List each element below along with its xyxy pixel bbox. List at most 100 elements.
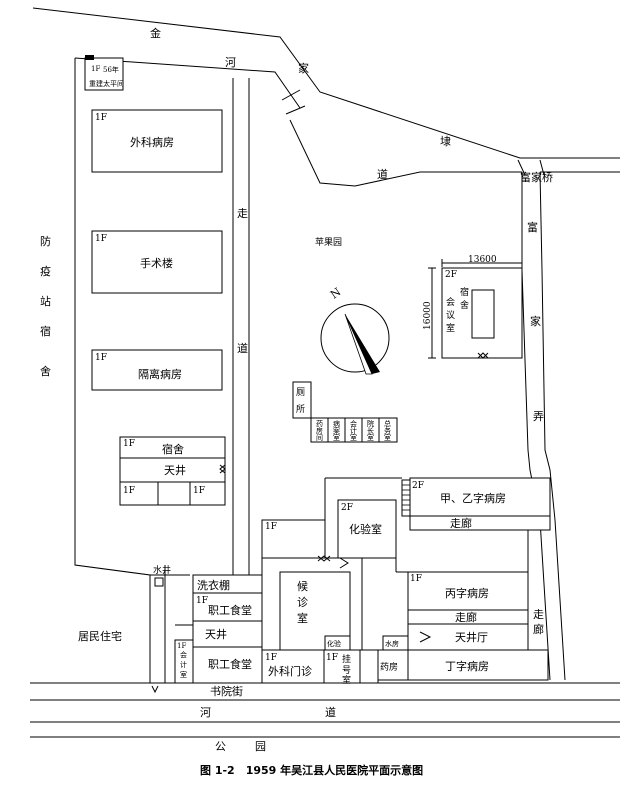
small-room-label-2: 水房 [385, 639, 399, 648]
door-mark [317, 555, 331, 562]
dormitory-floor-3: 1F [193, 486, 205, 496]
toilet-0: 厕 [296, 387, 305, 398]
compass-n: N [328, 285, 344, 301]
jiayi-ward-label: 甲、乙字病房 [440, 491, 506, 505]
courtyard2-label: 天井 [205, 627, 227, 641]
road-label-he: 河 [225, 56, 236, 69]
meeting-building: 13600 16000 2F 宿 舍 会 议 室 [423, 255, 523, 359]
road-label-hedao-dao: 道 [325, 705, 336, 719]
road-label-dao: 道 [377, 167, 388, 181]
dim-height: 16000 [423, 301, 433, 330]
isolation-ward-label: 隔离病房 [138, 367, 182, 381]
fangyi-char-3: 宿 [40, 324, 51, 338]
dormitory-label: 宿舍 [162, 442, 184, 456]
courtyard-hall-label: 天井厅 [455, 630, 488, 644]
canteen1-label: 职工食堂 [208, 603, 252, 617]
operating-building-floor: 1F [95, 234, 107, 244]
left-area: 防 疫 站 宿 舍 居民住宅 水井 [40, 234, 171, 643]
office-3-char-1: 长 [367, 426, 374, 435]
office-2-char-0: 会 [350, 419, 357, 428]
guahao-floor: 1F [326, 653, 338, 663]
office-4-char-1: 务 [384, 426, 391, 435]
small-room-label-1: 化验 [327, 639, 341, 648]
dim-width: 13600 [468, 255, 497, 265]
well-marker [154, 577, 164, 587]
office-2-char-2: 室 [350, 433, 357, 442]
morgue-label-1: 56年 [103, 65, 119, 74]
office-1-char-1: 案 [333, 426, 340, 435]
kuaiji-0: 会 [180, 650, 187, 659]
door-mark [151, 685, 159, 694]
kuaiji-1: 计 [180, 660, 187, 669]
office-0-char-1: 房 [316, 426, 323, 435]
meeting-dorm-1: 舍 [460, 299, 469, 311]
dingzi-ward-label: 丁字病房 [445, 659, 489, 673]
meeting-dorm-0: 宿 [460, 286, 469, 298]
road-label-gongyuan-yuan: 园 [255, 740, 266, 753]
waiting-1: 诊 [297, 595, 308, 609]
office-3-char-2: 室 [367, 433, 374, 442]
main-complex: 2F 甲、乙字病房 走廊 2F 化验室 1F 丙字病房 走廊 走 廊 天井厅 [261, 477, 551, 686]
guahao-2: 室 [342, 674, 351, 686]
isolation-ward-floor: 1F [95, 353, 107, 363]
waiting-2: 室 [297, 611, 308, 625]
guahao-0: 挂 [342, 653, 351, 665]
road-label-shuyuanjie: 书院街 [210, 684, 243, 698]
guahao-1: 号 [342, 665, 351, 676]
block-floor: 1F [265, 522, 277, 532]
corridor-label-2: 走廊 [455, 610, 477, 624]
morgue-floor: 1F [91, 65, 100, 73]
road-label-fujiaqiao: 富家桥 [520, 170, 553, 184]
fangyi-char-4: 舍 [40, 364, 51, 378]
dormitory-courtyard-label: 天井 [164, 463, 186, 477]
residential-label: 居民住宅 [78, 629, 122, 643]
surgery-ward-label: 外科病房 [130, 135, 174, 149]
laundry-label: 洗衣棚 [197, 578, 230, 592]
menzhen-floor: 1F [265, 653, 277, 663]
canteen1-floor: 1F [196, 596, 208, 606]
fangyi-char-0: 防 [40, 234, 51, 248]
road-label-fujia: 家 [530, 314, 541, 328]
toilet-1: 所 [296, 404, 305, 415]
door-mark [339, 557, 349, 569]
lab-floor: 2F [341, 503, 353, 513]
bingzi-floor: 1F [410, 574, 422, 584]
office-1-char-2: 室 [333, 433, 340, 442]
road-label-fu: 富 [527, 220, 538, 234]
orchard-label: 苹果园 [315, 236, 342, 248]
morgue-marker [85, 55, 94, 60]
well-label: 水井 [153, 564, 171, 576]
road-label-jin: 金 [150, 26, 161, 40]
road-label-nong: 弄 [533, 410, 544, 423]
road-label-zoudao: 道 [237, 341, 248, 355]
road-outlines [30, 7, 620, 738]
office-3-char-0: 院 [367, 419, 374, 428]
waiting-0: 候 [297, 579, 308, 593]
road-label-zou: 走 [237, 207, 248, 220]
road-label-jia: 家 [298, 61, 309, 75]
office-0-char-2: 间 [316, 434, 323, 442]
corridor-label-1: 走廊 [450, 516, 472, 530]
kuaiji-2: 室 [180, 670, 187, 679]
door-mark [477, 352, 489, 359]
lab-label: 化验室 [349, 522, 382, 536]
kuaiji-floor: 1F [177, 642, 186, 650]
surgery-ward [91, 109, 223, 173]
road-label-hedao-he: 河 [200, 706, 211, 719]
dormitory-floor: 1F [123, 439, 135, 449]
morgue-building [84, 57, 124, 91]
fangyi-char-2: 站 [40, 294, 51, 308]
road-label-dai: 埭 [440, 135, 451, 148]
morgue-label-2: 重建太平间 [89, 79, 124, 88]
corridor-v-1: 廊 [533, 622, 544, 636]
pharmacy-label: 药房 [380, 661, 398, 673]
bingzi-ward-label: 丙字病房 [445, 586, 489, 600]
canteen-cluster: 洗衣棚 1F 职工食堂 天井 职工食堂 1F 会 计 室 [151, 574, 263, 694]
isolation-ward [91, 349, 223, 391]
door-mark [219, 464, 226, 474]
office-4-char-2: 室 [384, 433, 391, 442]
office-2-char-1: 计 [350, 426, 357, 435]
meeting-room-0: 会 [446, 296, 455, 308]
menzhen-label: 外科门诊 [268, 664, 312, 678]
